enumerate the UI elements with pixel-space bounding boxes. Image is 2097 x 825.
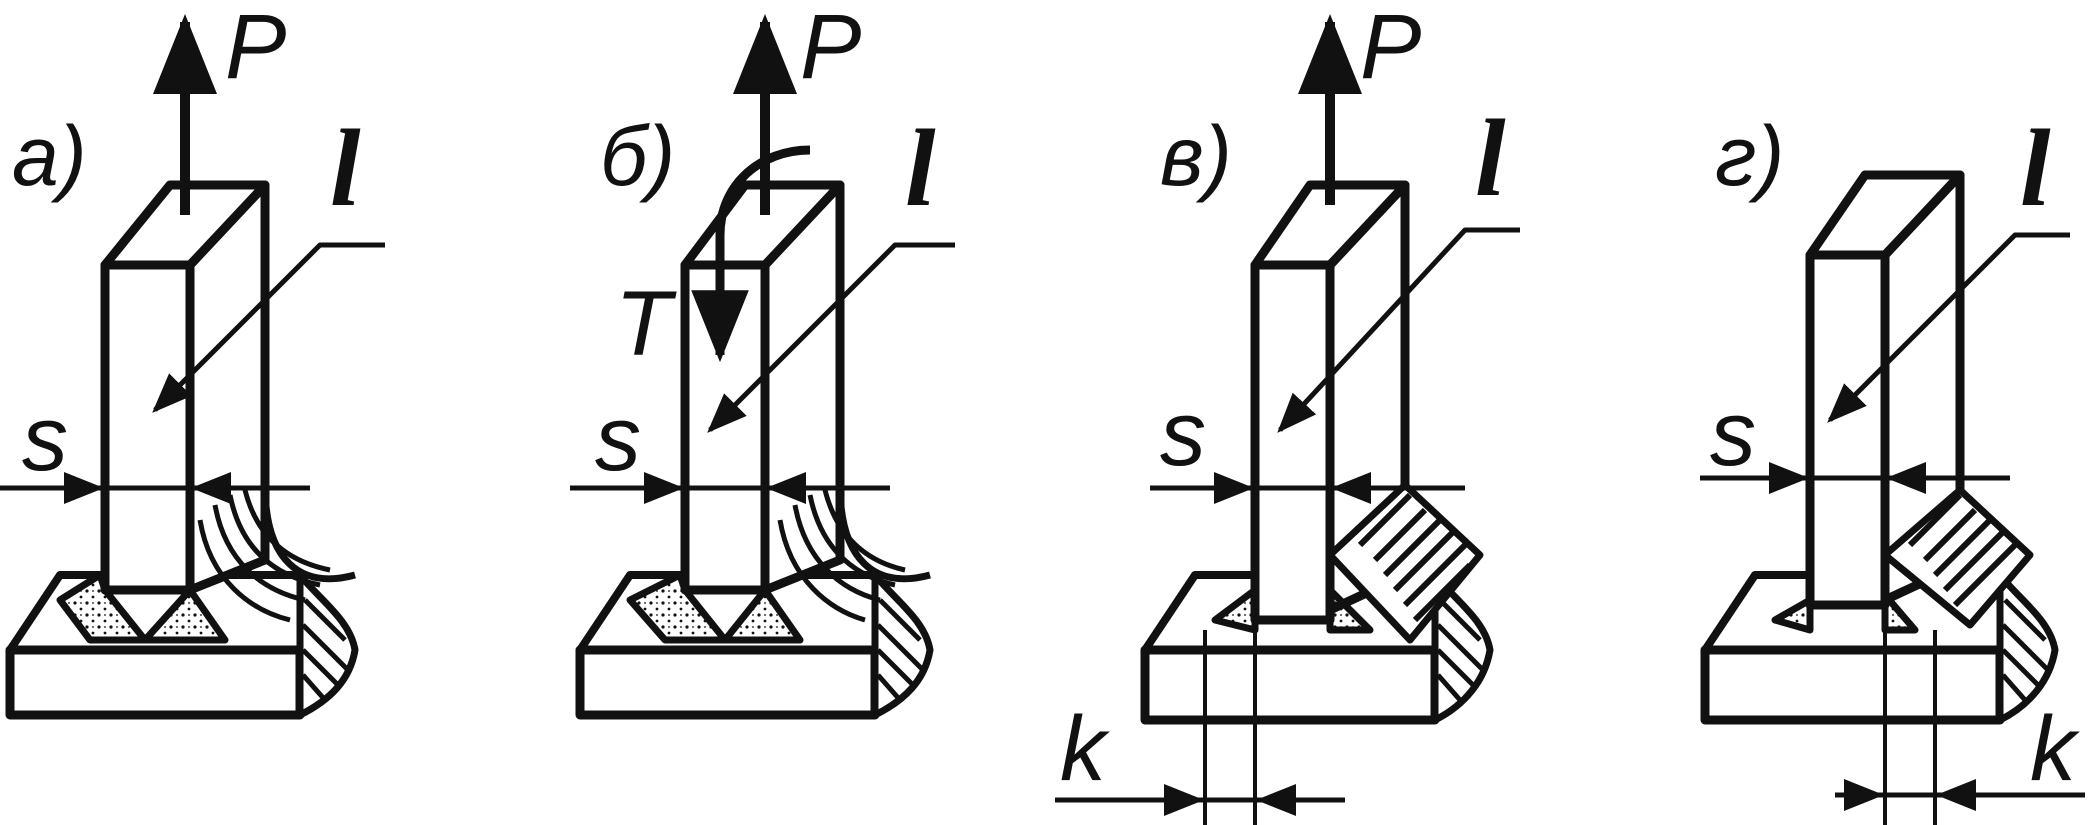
base-cut-hatch xyxy=(871,571,934,719)
s-label-c: s xyxy=(1160,383,1206,485)
weld-left xyxy=(56,571,149,644)
weld-right xyxy=(1881,591,1919,634)
vertical-plate xyxy=(1805,250,1890,610)
force-label-a: P xyxy=(225,0,286,98)
panel-c xyxy=(1055,14,1520,825)
s-label-b: s xyxy=(595,388,641,490)
s-label-d: s xyxy=(1710,383,1756,485)
panel-d xyxy=(1700,170,2085,825)
s-label-a: s xyxy=(22,388,68,490)
vertical-plate xyxy=(100,260,195,595)
weld-right xyxy=(141,586,229,644)
base-cut-hatch xyxy=(296,571,359,719)
l-label-d: l xyxy=(2020,107,2051,229)
weld-left xyxy=(626,571,729,644)
force-label-b: P xyxy=(800,0,861,98)
l-label-b: l xyxy=(905,107,936,229)
vertical-plate xyxy=(1250,260,1335,625)
base-plate xyxy=(1140,645,1440,725)
weld-left xyxy=(1771,596,1814,634)
leader-l xyxy=(707,242,955,433)
panel-label-b: б) xyxy=(600,109,675,203)
force-label-c: P xyxy=(1360,0,1421,98)
weld-right xyxy=(721,586,804,644)
panel-label-a: а) xyxy=(12,109,87,203)
panel-a xyxy=(0,14,385,720)
base-plate xyxy=(575,645,880,720)
vertical-plate xyxy=(680,260,770,595)
torque-arrow xyxy=(691,145,811,363)
panel-label-d: г) xyxy=(1715,109,1784,203)
panel-label-c: в) xyxy=(1160,109,1232,203)
leader-l xyxy=(152,242,385,413)
leader-l xyxy=(1827,232,2070,423)
k-label-c: k xyxy=(1060,698,1110,800)
l-label-c: l xyxy=(1475,97,1506,219)
k-label-d: k xyxy=(2030,698,2080,800)
weld-left xyxy=(1211,586,1259,634)
weld-side-hatch xyxy=(1881,486,2034,629)
torque-label-b: T xyxy=(615,273,677,375)
panel-b xyxy=(570,14,955,720)
weld-right xyxy=(1326,586,1374,634)
base-plate xyxy=(1700,645,2005,725)
leader-l xyxy=(1277,227,1520,433)
l-label-a: l xyxy=(330,107,361,229)
base-plate xyxy=(5,645,305,720)
